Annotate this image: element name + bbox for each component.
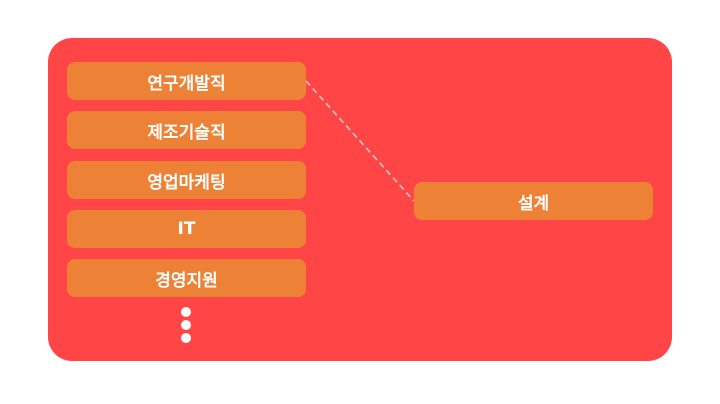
job-category-label: IT bbox=[177, 219, 196, 239]
job-category-research-development: 연구개발직 bbox=[67, 62, 306, 100]
sub-category-design: 설계 bbox=[414, 182, 653, 220]
job-category-label: 제조기술직 bbox=[147, 122, 226, 143]
ellipsis-dot bbox=[181, 320, 191, 330]
job-category-label: 영업마케팅 bbox=[147, 172, 226, 193]
job-category-label: 연구개발직 bbox=[147, 73, 226, 94]
job-category-label: 경영지원 bbox=[155, 270, 218, 291]
job-category-sales-marketing: 영업마케팅 bbox=[67, 161, 306, 199]
sub-category-label: 설계 bbox=[517, 193, 550, 214]
job-category-it: IT bbox=[67, 210, 306, 248]
job-category-management-support: 경영지원 bbox=[67, 259, 306, 297]
ellipsis-dot bbox=[181, 333, 191, 343]
ellipsis-dot bbox=[181, 307, 191, 317]
job-category-manufacturing-technical: 제조기술직 bbox=[67, 111, 306, 149]
